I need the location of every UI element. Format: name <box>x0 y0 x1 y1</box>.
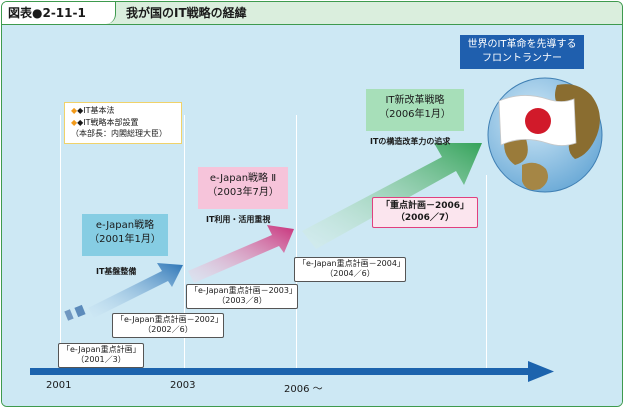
arrow-phase-3 <box>302 143 482 249</box>
strategy-e-japan-name: e-Japan戦略 <box>95 220 155 231</box>
year-guide-2006 <box>296 115 297 371</box>
strategy-it-reform-caption: ITの構造改革力の追求 <box>370 137 451 146</box>
year-guide-2001 <box>60 115 61 371</box>
plan-2003-name: 「e-Japan重点計画－2003」 <box>190 286 297 295</box>
plan-2002-name: 「e-Japan重点計画－2002」 <box>116 315 223 324</box>
legal-note-chief: （本部長：内閣総理大臣） <box>71 129 167 139</box>
timeline-label-2006: 2006 〜 <box>284 384 323 395</box>
strategy-it-reform-date: （2006年1月） <box>379 108 451 120</box>
legal-framework-box: ◆◆IT基本法 ◆◆IT戦略本部設置 （本部長：内閣総理大臣） <box>64 102 182 144</box>
legal-item-it-basic-law: ◆◆IT基本法 <box>71 106 115 115</box>
arrow-phase-1 <box>64 263 183 321</box>
legal-item-hq-established: ◆◆IT戦略本部設置 <box>71 117 139 127</box>
figure-header: 図表●2-11-1 我が国のIT戦略の経緯 <box>2 2 622 25</box>
figure-number: 図表●2-11-1 <box>2 2 116 24</box>
strategy-e-japan-caption: IT基盤整備 <box>96 267 137 276</box>
plan-2001-date: （2001／3） <box>76 355 126 365</box>
plan-2001: 「e-Japan重点計画」 （2001／3） <box>58 343 144 368</box>
plan-2004-name: 「e-Japan重点計画－2004」 <box>298 259 405 268</box>
goal-line-1: 世界のIT革命を先導する <box>467 39 577 50</box>
plan-2004: 「e-Japan重点計画－2004」 （2004／6） <box>294 257 406 282</box>
plan-2001-name: 「e-Japan重点計画」 <box>62 345 141 354</box>
strategy-e-japan-2: e-Japan戦略 Ⅱ （2003年7月） <box>198 167 288 209</box>
strategy-it-reform-name: IT新改革戦略 <box>385 95 445 106</box>
goal-frontrunner-box: 世界のIT革命を先導する フロントランナー <box>460 35 584 69</box>
figure-title: 我が国のIT戦略の経緯 <box>126 6 247 20</box>
strategy-e-japan-2-name: e-Japan戦略 Ⅱ <box>209 173 277 184</box>
strategy-e-japan: e-Japan戦略 （2001年1月） <box>82 214 168 256</box>
year-guide-2003 <box>184 115 185 371</box>
plan-2003: 「e-Japan重点計画－2003」 （2003／8） <box>186 284 298 309</box>
timeline-label-2003: 2003 <box>170 380 196 391</box>
globe-icon <box>487 77 603 193</box>
plan-2006-name: 「重点計画－2006」 <box>380 201 470 211</box>
plan-2002-date: （2002／6） <box>143 325 193 335</box>
figure-number-text: 図表●2-11-1 <box>8 6 86 20</box>
plan-2002: 「e-Japan重点計画－2002」 （2002／6） <box>112 313 224 338</box>
strategy-e-japan-date: （2001年1月） <box>89 233 161 245</box>
plan-2004-date: （2004／6） <box>325 269 375 279</box>
plan-2003-date: （2003／8） <box>217 296 267 306</box>
diagram-graphics <box>30 77 603 382</box>
strategy-e-japan-2-date: （2003年7月） <box>207 186 279 198</box>
goal-line-2: フロントランナー <box>482 53 562 64</box>
year-guide-future <box>486 175 487 371</box>
strategy-it-reform: IT新改革戦略 （2006年1月） <box>366 89 464 131</box>
arrow-phase-2 <box>188 225 294 283</box>
timeline-label-2001: 2001 <box>46 380 72 391</box>
plan-2006: 「重点計画－2006」 （2006／7） <box>372 197 478 229</box>
plan-2006-date: （2006／7） <box>395 212 455 223</box>
strategy-e-japan-2-caption: IT利用・活用重視 <box>206 215 271 224</box>
diagram-canvas: ◆◆IT基本法 ◆◆IT戦略本部設置 （本部長：内閣総理大臣） e-Japan戦… <box>2 25 622 406</box>
timeline-axis <box>30 361 554 382</box>
